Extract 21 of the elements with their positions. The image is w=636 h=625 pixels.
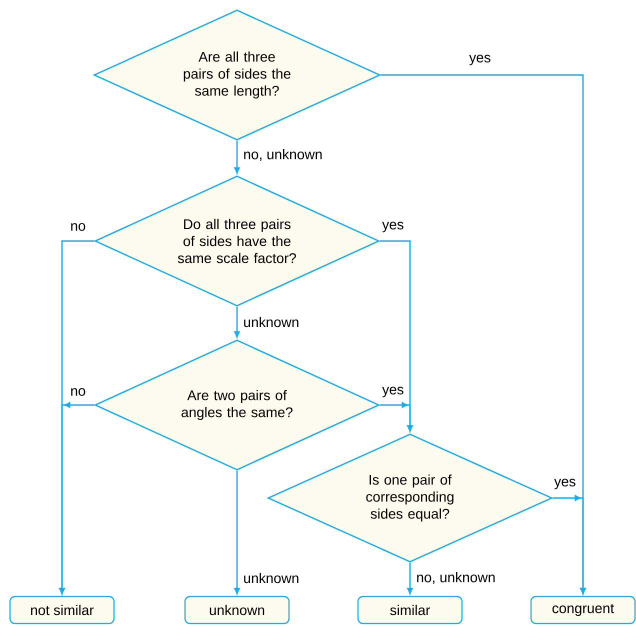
arrow <box>234 140 240 174</box>
edge-label: no <box>69 387 87 397</box>
result-box: unknown <box>184 596 290 624</box>
arrow <box>234 470 240 594</box>
edge-label: yes <box>381 386 405 398</box>
edge-label: no, unknown <box>242 148 324 162</box>
edge-label: yes <box>553 478 577 490</box>
edge-label: yes <box>468 54 492 66</box>
result-box: congruent <box>530 596 636 624</box>
edge-label: yes <box>381 220 405 234</box>
result-box: similar <box>357 596 463 624</box>
arrow <box>552 495 586 594</box>
arrow <box>407 562 413 594</box>
result-box: not similar <box>9 596 115 624</box>
edge-label: unknown <box>242 316 300 328</box>
edge-label: no <box>69 222 87 232</box>
arrow <box>59 402 94 594</box>
edge-label: no, unknown <box>415 571 497 585</box>
edge-label: unknown <box>242 572 300 584</box>
arrow <box>234 306 240 338</box>
arrow <box>380 402 413 432</box>
